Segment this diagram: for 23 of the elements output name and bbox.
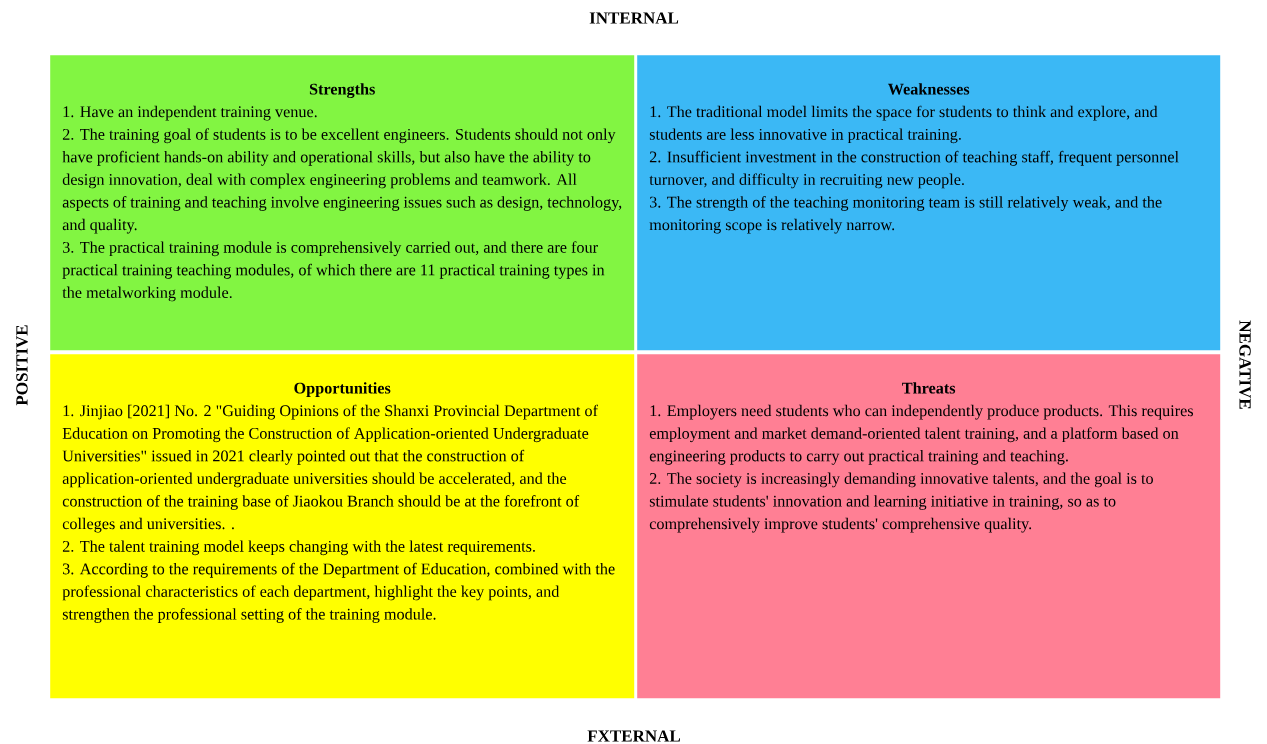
list-item: 3. The practical training module is comprehensively carried out, and there are four practical training teaching modules, of which there are 11 practical training types in the metalworking module. [62,241,605,302]
list-item: 2. The training goal of students is to be excellent engineers. Students should not only have proficient hands-on ability and operational skills, but also have the ability to design innovation, deal with complex engineering problems and teamwork. All aspects of training and teaching involve engineering issues such as design, technology, and quality. [62,128,622,234]
axis-label: INTERNAL [589,12,679,24]
list-item: 1. Have an independent training venue. [63,105,317,121]
list-item: 3. The strength of the teaching monitoring team is still relatively weak, and the monitoring scope is relatively narrow. [649,196,1162,234]
quadrant-box [50,354,635,699]
quadrant-box [50,55,635,351]
quadrant-box [637,354,1221,699]
list-item: 1. Employers need students who can independently produce products. This requires employment and market demand-oriented talent training, and a platform based on engineering products to carry out practical training and teaching. [649,404,1193,465]
list-item: 2. The society is increasingly demanding innovative talents, and the goal is to stimulate students' innovation and learning initiative in training, so as to comprehensively improve students' comprehensive quality. [649,472,1153,533]
heading: Threats [902,382,956,394]
list-item: 2. Insufficient investment in the construction of teaching staff, frequent personnel turnover, and difficulty in recruiting new people. [649,150,1179,189]
list-item: 3. According to the requirements of the Department of Education, combined with the professional characteristics of each department, highlight the key points, and strengthen the professional setting of the training module. [62,562,615,623]
list-item: 2. The talent training model keeps changing with the latest requirements. [62,540,535,556]
list-item: 1. Jinjiao [2021] No. 2 "Guiding Opinions of the Shanxi Provincial Department of Education on Promoting the Construction of Application-oriented Undergraduate Universities" issued in 2021 clearly pointed out that the construction of application-oriented undergraduate universities should be accelerated, and the construction of the training base of Jiaokou Branch should be at the forefront of colleges and universities. . [62,404,598,533]
axis-label: FXTERNAL [587,730,681,742]
quadrant-box [637,55,1221,351]
heading: Weaknesses [888,83,970,95]
list-item: 1. The traditional model limits the space for students to think and explore, and students are less innovative in practical training. [649,105,1158,144]
heading: Opportunities [294,382,391,397]
axis-label: NEGATIVE [1239,320,1251,409]
heading: Strengths [309,83,375,98]
axis-label: POSITIVE [16,325,28,406]
